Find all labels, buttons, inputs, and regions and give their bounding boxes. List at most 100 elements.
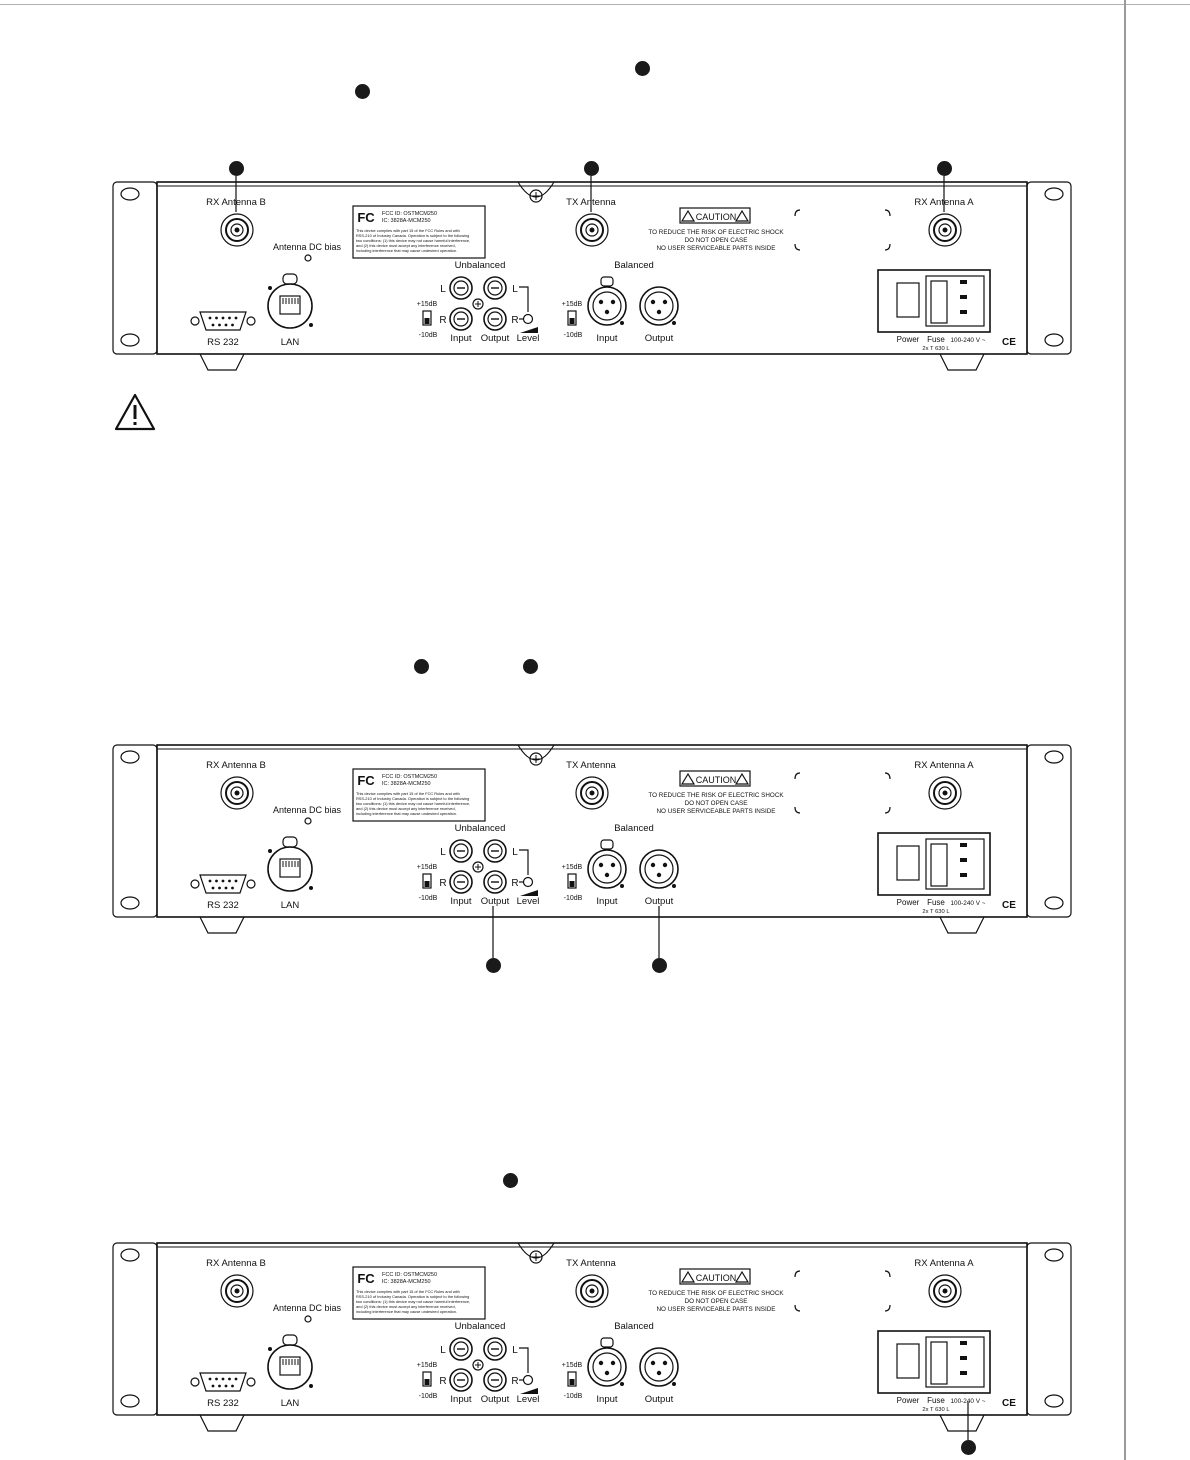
foot	[199, 1414, 245, 1432]
level-pot	[522, 1374, 534, 1386]
foot	[199, 916, 245, 934]
label-caution: CAUTION	[696, 212, 737, 222]
label-tx-antenna: TX Antenna	[566, 1258, 616, 1269]
callout-dot-icon	[414, 659, 429, 674]
warning-line: TO REDUCE THE RISK OF ELECTRIC SHOCK	[648, 1290, 784, 1297]
lan-port	[267, 283, 313, 329]
lan-port	[267, 846, 313, 892]
fcc-text: two conditions: (1) this device may not …	[356, 238, 470, 243]
warning-line: TO REDUCE THE RISK OF ELECTRIC SHOCK	[648, 229, 784, 236]
bnc-connector	[928, 776, 962, 810]
rack-hole	[1044, 750, 1064, 764]
label-rs232: RS 232	[207, 337, 239, 348]
label-voltage: 100-240 V ~	[951, 337, 986, 344]
bnc-connector	[220, 1274, 254, 1308]
warning-line: NO USER SERVICEABLE PARTS INSIDE	[657, 1306, 776, 1313]
label-right: R	[511, 1376, 518, 1387]
label-fuse: Fuse	[927, 898, 945, 907]
label-level: Level	[517, 896, 540, 907]
rack-hole	[120, 896, 140, 910]
fcc-logo: FC	[357, 1271, 375, 1286]
level-pot	[522, 876, 534, 888]
label-left: L	[512, 284, 518, 295]
label-antenna-dc-bias: Antenna DC bias	[273, 1303, 342, 1313]
label-rx-antenna-b: RX Antenna B	[206, 760, 266, 771]
fcc-id: FCC ID: OSTMCM250	[382, 774, 437, 780]
fcc-text: two conditions: (1) this device may not …	[356, 1299, 470, 1304]
label-minus10db: -10dB	[564, 1393, 583, 1400]
rca-jack	[449, 1337, 473, 1361]
label-rx-antenna-a: RX Antenna A	[914, 197, 974, 208]
rs232-port	[199, 311, 247, 331]
label-rs232: RS 232	[207, 900, 239, 911]
label-antenna-dc-bias: Antenna DC bias	[273, 805, 342, 815]
panel-body	[156, 1242, 1028, 1416]
fcc-id: FCC ID: OSTMCM250	[382, 1272, 437, 1278]
xlr-output-connector	[639, 1347, 679, 1387]
level-ramp	[520, 1388, 538, 1394]
label-power: Power	[897, 1396, 920, 1405]
label-lan: LAN	[281, 1398, 300, 1409]
fcc-logo: FC	[357, 773, 375, 788]
rack-ear-right	[1026, 744, 1072, 918]
bnc-connector	[220, 776, 254, 810]
label-minus10db: -10dB	[564, 895, 583, 902]
label-level: Level	[517, 333, 540, 344]
rs232-port	[199, 874, 247, 894]
label-plus15db: +15dB	[417, 1362, 438, 1369]
label-left: L	[440, 1345, 446, 1356]
dc-bias-led	[304, 817, 312, 825]
warning-line: DO NOT OPEN CASE	[685, 237, 748, 244]
label-balanced: Balanced	[614, 823, 654, 834]
power-module	[877, 1330, 991, 1394]
page-side-rule	[1124, 0, 1126, 1460]
fuse-holder	[930, 843, 948, 887]
label-fuse: Fuse	[927, 335, 945, 344]
bnc-connector	[220, 213, 254, 247]
label-rs232: RS 232	[207, 1398, 239, 1409]
fcc-label	[352, 1266, 486, 1320]
rack-ear-left	[112, 181, 158, 355]
label-lan: LAN	[281, 337, 300, 348]
label-rx-antenna-a: RX Antenna A	[914, 1258, 974, 1269]
shock-icon	[734, 1270, 750, 1283]
warning-triangle-icon	[680, 209, 696, 222]
gain-switch	[567, 873, 577, 889]
gain-switch	[567, 1371, 577, 1387]
fcc-label	[352, 205, 486, 259]
label-right: R	[511, 315, 518, 326]
label-plus15db: +15dB	[417, 301, 438, 308]
label-left: L	[512, 847, 518, 858]
dc-bias-led	[304, 1315, 312, 1323]
power-module	[877, 269, 991, 333]
iec-inlet	[925, 838, 985, 890]
level-ramp	[520, 327, 538, 333]
ce-mark: CE	[1002, 1398, 1016, 1409]
rs232-port	[199, 1372, 247, 1392]
bnc-connector	[928, 1274, 962, 1308]
label-plus15db: +15dB	[562, 1362, 583, 1369]
ic-id: IC: 3828A-MCM250	[382, 781, 431, 787]
rack-ear-right	[1026, 1242, 1072, 1416]
label-plus15db: +15dB	[562, 301, 583, 308]
fcc-text: This device complies with part 15 of the…	[356, 1289, 460, 1294]
dc-bias-led	[304, 254, 312, 262]
label-lan: LAN	[281, 900, 300, 911]
label-power: Power	[897, 898, 920, 907]
power-switch	[896, 845, 920, 881]
rca-jack	[483, 307, 507, 331]
rack-hole	[120, 1248, 140, 1262]
fcc-text: including interference that may cause un…	[356, 248, 457, 253]
foot	[199, 353, 245, 371]
label-balanced: Balanced	[614, 1321, 654, 1332]
ic-id: IC: 3828A-MCM250	[382, 1279, 431, 1285]
level-pot	[522, 313, 534, 325]
label-tx-antenna: TX Antenna	[566, 760, 616, 771]
callout-dot-icon	[635, 61, 650, 76]
label-plus15db: +15dB	[417, 864, 438, 871]
rack-hole	[1044, 333, 1064, 347]
label-power: Power	[897, 335, 920, 344]
fcc-logo: FC	[357, 210, 375, 225]
label-input: Input	[596, 1394, 617, 1405]
fcc-text: two conditions: (1) this device may not …	[356, 801, 470, 806]
